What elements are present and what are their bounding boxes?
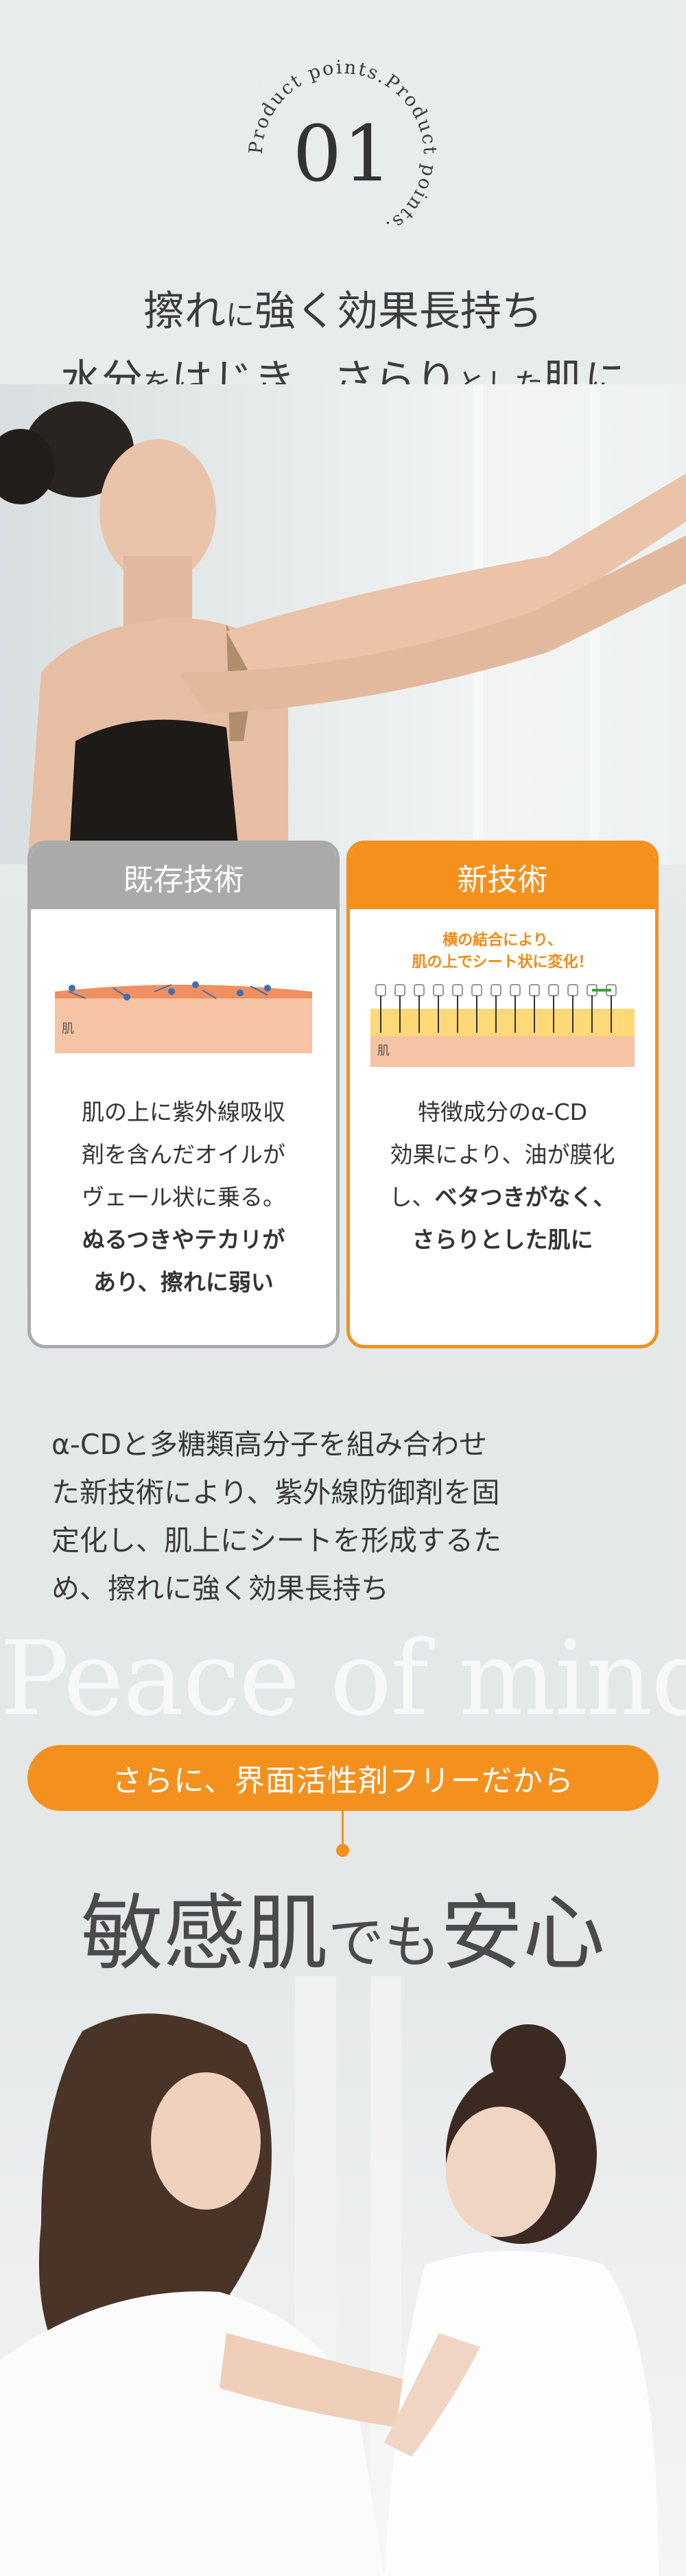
new-skin-diagram: 肌: [370, 984, 635, 1067]
headline-segment: 擦れ: [143, 288, 226, 336]
sheet-callout: 横の結合により、肌の上でシート状に変化！: [370, 930, 635, 974]
mother-daughter-photo: [0, 1976, 686, 2576]
card-title: 新技術: [350, 844, 655, 909]
connector-line: [342, 1811, 344, 1849]
description-line-bold: あり、擦れに弱い: [93, 1269, 274, 1296]
paragraph-line: α-CDと多糖類高分子を組み合わせ: [51, 1428, 488, 1461]
new-technology-description: 特徴成分のα-CD 効果により、油が膜化し、ベタつきがなく、さらりとした肌に: [350, 1091, 655, 1261]
connector-dot: [336, 1844, 349, 1857]
watermark-text: Peace of mind: [0, 1619, 686, 1739]
paragraph-line: め、擦れに強く効果長持ち: [51, 1572, 389, 1605]
paragraph-line: 定化し、肌上にシートを形成するた: [51, 1524, 501, 1557]
description-line-bold: ぬるつきやテカリが: [82, 1226, 285, 1253]
headline-segment: 強く効果長持ち: [255, 288, 543, 336]
ring-text-graphic: Product points.Product points.: [246, 57, 439, 239]
headline-segment: に: [225, 298, 255, 332]
card-title: 既存技術: [31, 844, 336, 909]
description-line-bold: さらりとした肌に: [412, 1226, 593, 1253]
svg-text:肌: 肌: [62, 1022, 74, 1036]
description-line: ヴェール状に乗る。: [82, 1184, 285, 1210]
existing-skin-diagram: 肌: [55, 981, 312, 1053]
description-line: し、ベタつきがなく、: [389, 1184, 616, 1210]
description-line: 肌の上に紫外線吸収: [82, 1099, 285, 1125]
sensitive-heading-segment: 安心: [440, 1886, 605, 1982]
point-number: 01: [292, 110, 394, 199]
sensitive-heading-segment: でも: [327, 1910, 440, 1976]
technology-explanation: α-CDと多糖類高分子を組み合わせた新技術により、紫外線防御剤を固定化し、肌上に…: [51, 1420, 641, 1613]
woman-stretching-photo: [0, 384, 686, 865]
callout-line: 肌の上でシート状に変化！: [412, 954, 593, 971]
description-line: 剤を含んだオイルが: [82, 1141, 285, 1168]
headline-line-1: 擦れに強く効果長持ち: [0, 278, 686, 338]
sensitive-heading-segment: 敏感肌: [80, 1886, 328, 1982]
product-points-badge: Product points.Product points. 01: [237, 48, 449, 261]
description-line: 効果により、油が膜化: [390, 1141, 615, 1168]
existing-technology-card: 既存技術 肌 肌の上に紫外線吸収剤を含んだオイルがヴェール状に乗る。ぬるつきや: [27, 841, 340, 1348]
svg-text:肌: 肌: [377, 1044, 390, 1058]
description-line: 特徴成分のα-CD: [417, 1099, 588, 1125]
sensitive-skin-heading: 敏感肌でも安心: [0, 1866, 686, 1986]
existing-technology-description: 肌の上に紫外線吸収剤を含んだオイルがヴェール状に乗る。ぬるつきやテカリがあり、擦…: [31, 1091, 336, 1304]
surfactant-free-banner: さらに、界面活性剤フリーだから: [27, 1745, 659, 1811]
paragraph-line: た新技術により、紫外線防御剤を固: [51, 1476, 500, 1509]
callout-line: 横の結合により、: [442, 932, 563, 949]
new-technology-card: 新技術 横の結合により、肌の上でシート状に変化！ 肌 特徴成分のα-CD 効果によ…: [346, 841, 659, 1348]
